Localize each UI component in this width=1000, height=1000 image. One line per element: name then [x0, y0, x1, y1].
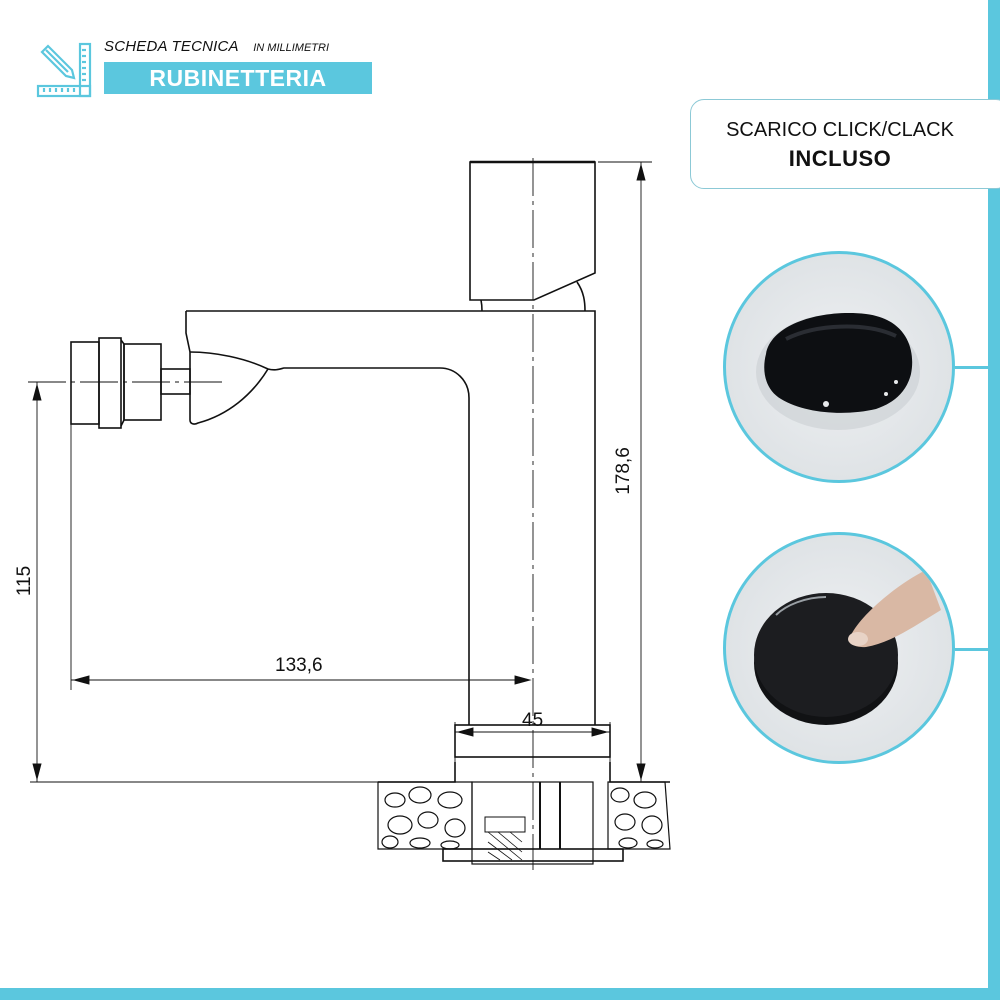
drain-callout: SCARICO CLICK/CLACK INCLUSO: [690, 99, 1000, 189]
drain-press-photo: [723, 532, 955, 764]
connector-line-2: [955, 648, 989, 651]
sheet-title: SCHEDA TECNICA IN MILLIMETRI: [104, 38, 329, 56]
category-banner: RUBINETTERIA: [104, 62, 372, 94]
ruler-pencil-icon: [36, 42, 92, 98]
connector-line-1: [955, 366, 989, 369]
unit-note: IN MILLIMETRI: [253, 42, 330, 54]
callout-line1: SCARICO CLICK/CLACK: [726, 119, 954, 141]
frame-border-bottom: [0, 988, 1000, 1000]
finger-press-icon: [754, 570, 941, 725]
countertop-stone-pattern: [377, 781, 671, 850]
dim-spout-reach: 133,6: [275, 655, 323, 676]
sheet-title-text: SCHEDA TECNICA: [104, 38, 239, 55]
dim-total-height: 178,6: [612, 447, 634, 495]
dim-base-diameter: 45: [522, 710, 544, 731]
lever-handle-outline: [469, 161, 596, 301]
frame-border-right: [988, 0, 1000, 1000]
drain-cap-icon: [756, 313, 920, 430]
dim-spout-height: 115: [14, 565, 36, 597]
drain-open-photo: [723, 251, 955, 483]
callout-line2: INCLUSO: [788, 146, 892, 171]
